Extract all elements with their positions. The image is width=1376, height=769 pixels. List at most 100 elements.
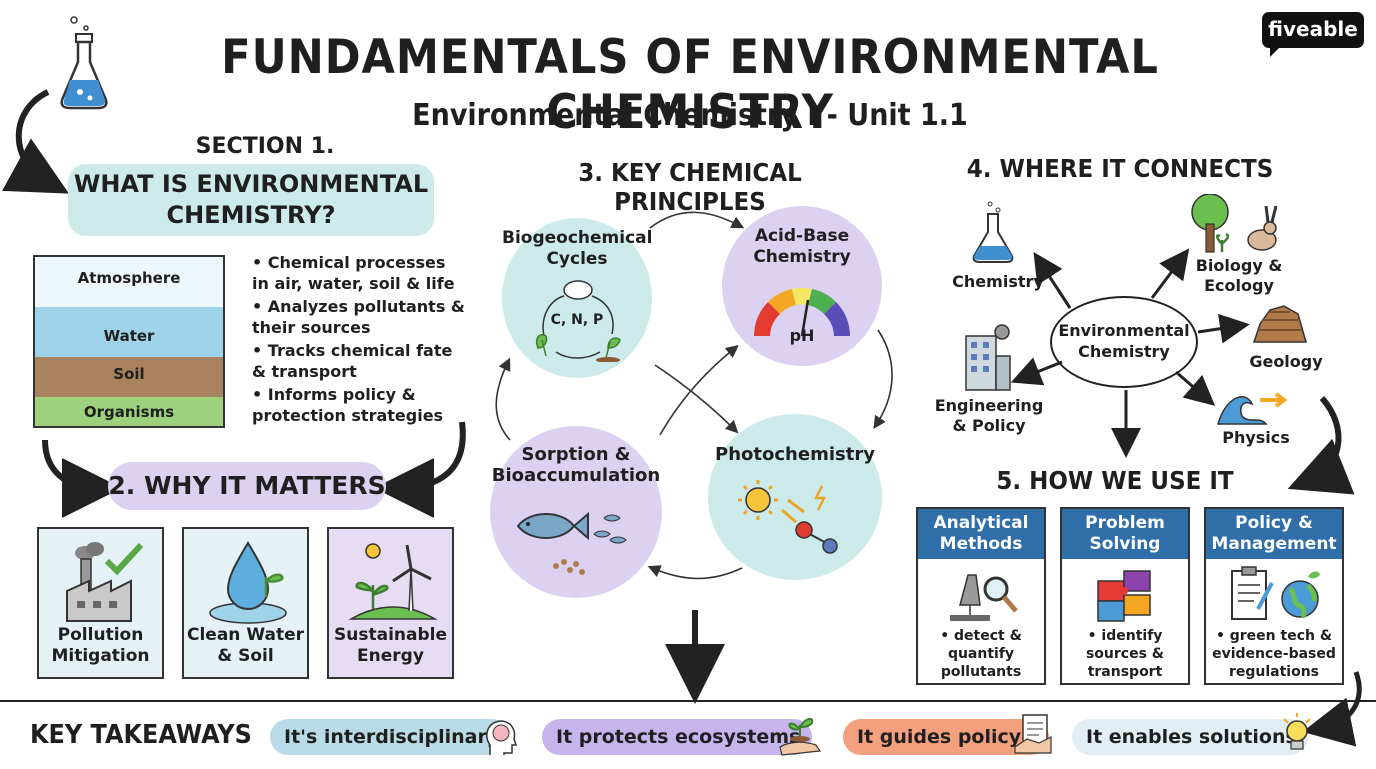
principle-title-line1: Sorption &	[521, 444, 631, 465]
takeaway-interdisciplinary: It's interdisciplinary	[270, 719, 518, 755]
principle-title-line1: Acid-Base	[754, 226, 850, 246]
use-head-line1: Policy &	[1235, 513, 1313, 533]
principle-title-line2: Cycles	[546, 249, 608, 269]
rock-layers-icon	[1250, 296, 1310, 350]
bullet-item: • Chemical processes in air, water, soil…	[252, 253, 455, 293]
bullet-item: • Analyzes pollutants & their sources	[252, 297, 465, 337]
use-bullet-line2: sources &	[1085, 646, 1165, 662]
field-engineering-policy: Engineering & Policy	[930, 396, 1048, 436]
takeaway-protects-ecosystems: It protects ecosystems	[542, 717, 822, 756]
use-bullet-line2: quantify	[947, 646, 1015, 662]
takeaway-text: It enables solutions	[1086, 726, 1297, 748]
section3-heading: 3. KEY CHEMICAL PRINCIPLES	[578, 158, 802, 216]
field-biology-line2: Ecology	[1204, 276, 1274, 295]
section1-label: SECTION 1.	[195, 134, 335, 159]
principle-title-line2: Bioaccumulation	[491, 465, 661, 486]
environment-layers-diagram: Atmosphere Water Soil Organisms	[33, 255, 225, 428]
use-bullet-line1: • green tech &	[1215, 628, 1333, 644]
brain-head-icon	[482, 717, 520, 769]
tree-rabbit-icon	[1186, 193, 1286, 258]
use-bullet-line1: • identify	[1087, 628, 1163, 644]
fish-icon	[512, 504, 642, 588]
takeaway-text: It guides policy	[857, 726, 1022, 748]
takeaways-label: KEY TAKEAWAYS	[30, 720, 252, 750]
card-label-line2: Mitigation	[51, 646, 150, 666]
field-engineering-line1: Engineering	[934, 396, 1044, 415]
bottom-divider	[0, 700, 1376, 702]
bullet-item: • Tracks chemical fate & transport	[252, 341, 453, 381]
cycle-elements: C, N, P	[550, 312, 604, 328]
layer-water: Water	[103, 327, 155, 345]
field-biology-ecology: Biology & Ecology	[1184, 256, 1294, 296]
use-policy-management: Policy &Management • green tech & evidenc…	[1204, 507, 1344, 685]
use-bullet-line3: transport	[1087, 664, 1163, 680]
bullet-item: • Informs policy & protection strategies	[252, 385, 444, 425]
field-chemistry: Chemistry	[952, 272, 1044, 291]
layer-atmosphere: Atmosphere	[77, 269, 181, 287]
card-label-line2: Energy	[357, 646, 424, 666]
microscope-icon	[946, 565, 1018, 627]
lightbulb-icon	[1280, 713, 1314, 769]
clipboard-globe-icon	[1228, 565, 1324, 629]
handshake-document-icon	[1013, 713, 1053, 769]
field-physics: Physics	[1222, 428, 1290, 447]
hub-environmental-chemistry: Environmental Chemistry	[1050, 296, 1198, 388]
field-geology: Geology	[1249, 352, 1323, 371]
section2-heading: 2. WHY IT MATTERS	[108, 462, 386, 510]
use-head-line2: Management	[1211, 534, 1337, 554]
section5-heading: 5. HOW WE USE IT	[996, 466, 1234, 495]
section1-heading: WHAT IS ENVIRONMENTAL CHEMISTRY?	[68, 164, 434, 236]
ph-gauge-icon	[746, 278, 858, 344]
building-icon	[956, 322, 1016, 396]
puzzle-icon	[1094, 565, 1164, 627]
hub-line1: Environmental	[1058, 321, 1190, 340]
field-biology-line1: Biology &	[1195, 256, 1283, 275]
section1-heading-line1: WHAT IS ENVIRONMENTAL	[73, 170, 429, 198]
ph-label: pH	[789, 326, 815, 345]
layer-organisms: Organisms	[83, 403, 175, 421]
hand-sprout-icon	[778, 711, 822, 769]
use-bullet-line3: pollutants	[940, 664, 1022, 680]
sun-reaction-icon	[734, 476, 854, 566]
cycle-icon	[530, 276, 626, 366]
section4-heading: 4. WHERE IT CONNECTS	[966, 154, 1274, 183]
water-drop-icon	[206, 537, 292, 632]
use-head-line2: Solving	[1089, 534, 1161, 554]
wind-turbine-icon	[347, 539, 439, 630]
hub-line2: Chemistry	[1078, 342, 1170, 361]
principle-photochemistry: Photochemistry	[708, 414, 882, 580]
wave-icon	[1216, 386, 1292, 430]
field-engineering-line2: & Policy	[952, 416, 1026, 435]
principle-sorption-bioaccumulation: Sorption &Bioaccumulation	[490, 426, 662, 598]
flask-icon	[970, 200, 1016, 268]
card-label-line1: Sustainable	[334, 625, 447, 645]
use-bullet-line3: regulations	[1228, 664, 1320, 680]
fiveable-logo: fiveable	[1262, 12, 1364, 57]
card-label-line1: Clean Water	[187, 625, 304, 645]
principle-title-line1: Photochemistry	[715, 444, 875, 465]
section1-bullets: • Chemical processes in air, water, soil…	[252, 252, 467, 428]
flask-icon	[58, 14, 110, 114]
takeaway-text: It's interdisciplinary	[284, 726, 500, 748]
use-bullet-line2: evidence-based	[1212, 646, 1336, 662]
page-title: FUNDAMENTALS OF ENVIRONMENTAL CHEMISTRY	[221, 30, 1159, 140]
takeaway-guides-policy: It guides policy	[843, 714, 1052, 755]
section1-heading-line2: CHEMISTRY?	[166, 201, 336, 229]
card-label-line2: & Soil	[217, 646, 274, 666]
page-subtitle: Environmental Chemistry I - Unit 1.1	[412, 98, 968, 133]
layer-soil: Soil	[113, 365, 145, 383]
takeaway-enables-solutions: It enables solutions	[1072, 713, 1311, 755]
use-head-line1: Analytical	[933, 513, 1029, 533]
principle-title-line1: Biogeochemical	[502, 228, 653, 248]
card-clean-water-soil: Clean Water& Soil	[182, 527, 309, 679]
takeaway-text: It protects ecosystems	[556, 726, 801, 748]
use-head-line2: Methods	[939, 534, 1023, 554]
use-head-line1: Problem	[1085, 513, 1165, 533]
